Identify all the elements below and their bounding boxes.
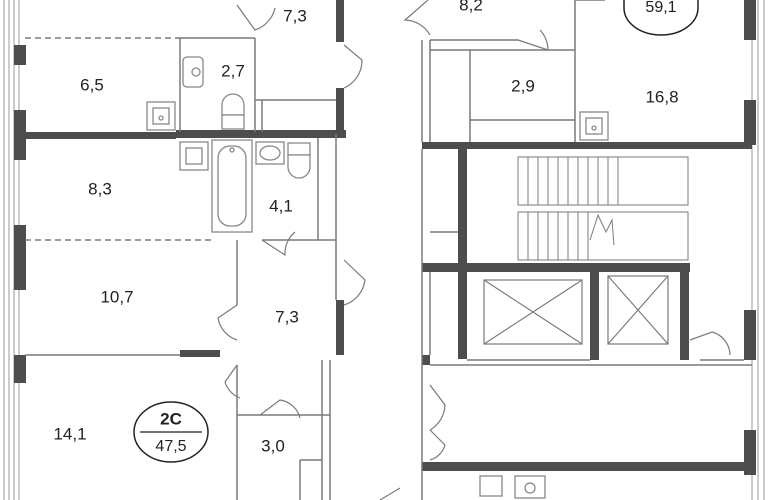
apartment-type: 2С (160, 409, 182, 428)
toilet-icon (479, 475, 503, 497)
apartment-area: 47,5 (155, 438, 186, 455)
right-facade (751, 0, 765, 500)
room-area-label: 2,9 (511, 76, 535, 95)
apartment-badge-2c: 2С 47,5 (133, 401, 209, 463)
room-area-label: 3,0 (261, 436, 285, 455)
left-fixtures (146, 56, 311, 233)
room-area-label: 4,1 (269, 196, 293, 215)
elevator-shafts (483, 275, 669, 345)
apartment-badge-top: 59,1 (623, 0, 699, 36)
left-wall-piers (14, 45, 26, 383)
room-area-label: 10,7 (100, 287, 133, 306)
left-partitions (25, 37, 337, 500)
right-doors (403, 0, 731, 461)
right-wall-piers (744, 0, 756, 475)
room-area-label: 2,7 (221, 61, 245, 80)
right-partitions (421, 0, 752, 500)
left-walls (22, 0, 346, 357)
room-area-label: 8,3 (88, 179, 112, 198)
room-area-label: 7,3 (275, 307, 299, 326)
room-area-label: 7,3 (283, 6, 307, 25)
room-area-label: 14,1 (53, 424, 86, 443)
wc-icon (287, 154, 311, 179)
right-fixtures (479, 111, 609, 499)
right-walls (422, 142, 752, 471)
room-area-label: 16,8 (645, 87, 678, 106)
toilet-icon (221, 93, 245, 116)
stairs (517, 156, 689, 261)
apartment-area: 59,1 (645, 0, 676, 16)
left-doors (217, 4, 401, 500)
room-area-label: 8,2 (459, 0, 483, 14)
room-area-label: 6,5 (80, 75, 104, 94)
